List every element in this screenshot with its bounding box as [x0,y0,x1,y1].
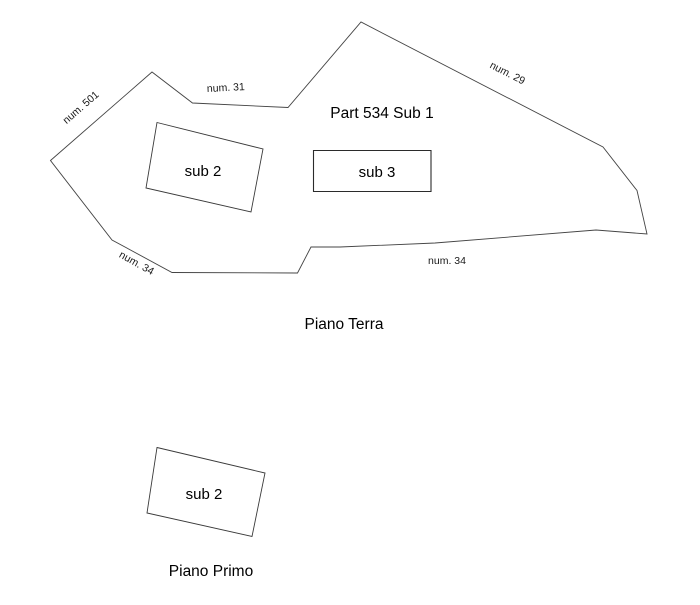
unit-label-sub2-first: sub 2 [186,486,223,503]
boundary-label-num-34-right: num. 34 [428,255,466,267]
boundary-label-num-31: num. 31 [207,81,246,95]
lower-plan-group: sub 2 Piano Primo [146,446,266,580]
boundary-label-num-29: num. 29 [488,59,527,87]
unit-outline-sub2-first [146,446,266,538]
unit-outline-sub2-ground [145,121,264,213]
floor-label-piano-primo: Piano Primo [169,563,253,580]
parcel-boundary-outline [49,21,648,274]
upper-plan-group: num. 501 num. 31 num. 29 num. 34 num. 34… [49,21,648,333]
floor-label-piano-terra: Piano Terra [305,316,384,333]
unit-label-sub2-ground: sub 2 [185,163,222,180]
unit-label-sub3-ground: sub 3 [359,164,396,181]
unit-outline-sub3-ground [312,149,432,193]
parcel-title: Part 534 Sub 1 [330,105,433,122]
